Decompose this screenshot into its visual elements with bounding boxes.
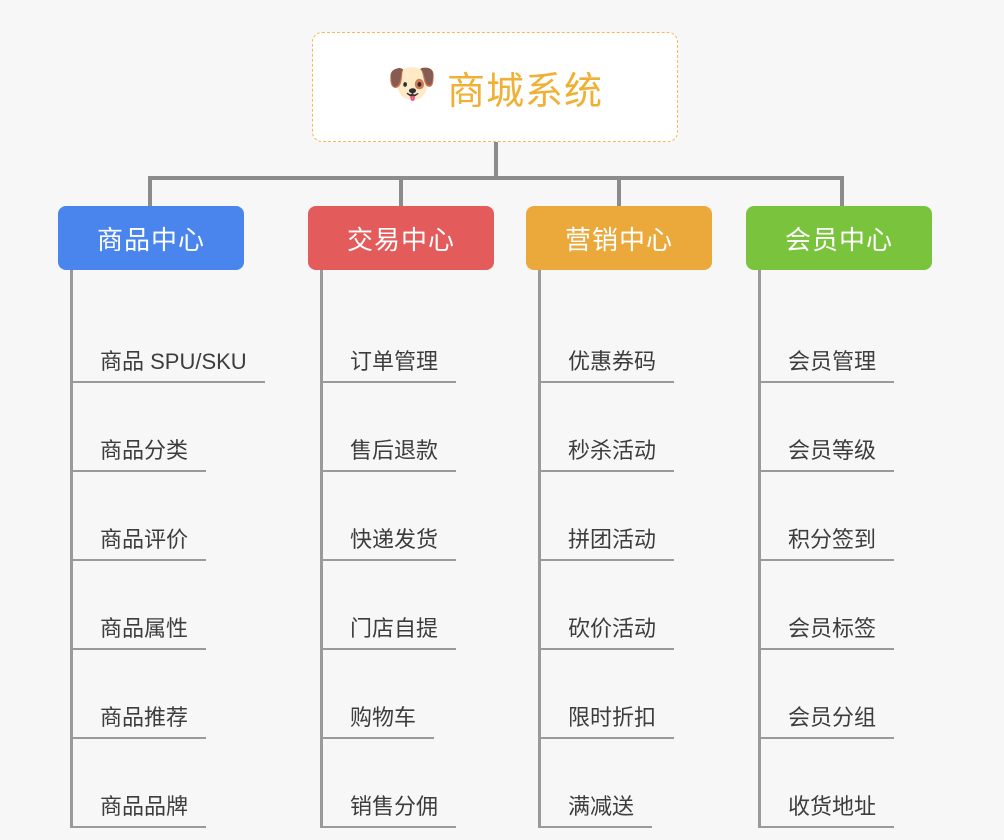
category-title: 交易中心 (346, 224, 455, 255)
leaf-item[interactable]: 销售分佣 (322, 739, 494, 828)
leaf-list-product-center: 商品 SPU/SKU 商品分类 商品评价 商品属性 商品推荐 商品品牌 (58, 270, 265, 828)
leaf-label: 秒杀活动 (540, 438, 675, 472)
leaf-label: 拼团活动 (540, 527, 675, 561)
leaf-label: 购物车 (322, 705, 435, 739)
connector-drop-2 (399, 176, 403, 208)
category-header-trade-center[interactable]: 交易中心 (308, 206, 494, 270)
leaf-label: 商品 SPU/SKU (72, 349, 265, 383)
leaf-list-trade-center: 订单管理 售后退款 快递发货 门店自提 购物车 销售分佣 (308, 270, 494, 828)
leaf-label: 商品分类 (72, 438, 207, 472)
category-title: 商品中心 (96, 224, 205, 255)
leaf-item[interactable]: 会员等级 (760, 383, 932, 472)
root-title: 商城系统 (446, 70, 603, 113)
column-marketing-center: 营销中心 优惠券码 秒杀活动 拼团活动 砍价活动 限时折扣 满减送 (526, 206, 712, 828)
leaf-spine (538, 270, 541, 828)
leaf-label: 限时折扣 (540, 705, 675, 739)
leaf-label: 满减送 (540, 794, 653, 828)
leaf-label: 商品品牌 (72, 794, 207, 828)
connector-drop-4 (840, 176, 844, 208)
leaf-spine (758, 270, 761, 828)
leaf-item[interactable]: 商品分类 (72, 383, 244, 472)
leaf-item[interactable]: 收货地址 (760, 739, 932, 828)
leaf-label: 商品评价 (72, 527, 207, 561)
leaf-item[interactable]: 砍价活动 (540, 561, 712, 650)
leaf-item[interactable]: 购物车 (322, 650, 494, 739)
connector-root-stem (494, 142, 498, 178)
leaf-label: 销售分佣 (322, 794, 457, 828)
leaf-item[interactable]: 会员分组 (760, 650, 932, 739)
connector-horizontal-bar (148, 176, 844, 180)
leaf-item[interactable]: 商品评价 (72, 472, 244, 561)
leaf-item[interactable]: 拼团活动 (540, 472, 712, 561)
leaf-label: 会员等级 (760, 438, 895, 472)
leaf-label: 会员标签 (760, 616, 895, 650)
dog-face-icon: 🐶 (386, 62, 437, 106)
leaf-item[interactable]: 会员标签 (760, 561, 932, 650)
column-product-center: 商品中心 商品 SPU/SKU 商品分类 商品评价 商品属性 商品推荐 商品品牌 (58, 206, 265, 828)
leaf-label: 会员管理 (760, 349, 895, 383)
category-header-marketing-center[interactable]: 营销中心 (526, 206, 712, 270)
leaf-item[interactable]: 售后退款 (322, 383, 494, 472)
leaf-item[interactable]: 秒杀活动 (540, 383, 712, 472)
leaf-item[interactable]: 门店自提 (322, 561, 494, 650)
root-node[interactable]: 🐶 商城系统 (312, 32, 678, 142)
leaf-item[interactable]: 优惠券码 (540, 294, 712, 383)
leaf-item[interactable]: 快递发货 (322, 472, 494, 561)
leaf-label: 商品属性 (72, 616, 207, 650)
leaf-item[interactable]: 会员管理 (760, 294, 932, 383)
leaf-label: 砍价活动 (540, 616, 675, 650)
leaf-spine (320, 270, 323, 828)
leaf-label: 收货地址 (760, 794, 895, 828)
leaf-item[interactable]: 商品品牌 (72, 739, 244, 828)
leaf-list-member-center: 会员管理 会员等级 积分签到 会员标签 会员分组 收货地址 (746, 270, 932, 828)
category-title: 营销中心 (564, 224, 673, 255)
leaf-label: 订单管理 (322, 349, 457, 383)
leaf-item[interactable]: 商品推荐 (72, 650, 244, 739)
leaf-spine (70, 270, 73, 828)
category-header-member-center[interactable]: 会员中心 (746, 206, 932, 270)
leaf-label: 商品推荐 (72, 705, 207, 739)
leaf-label: 会员分组 (760, 705, 895, 739)
leaf-item[interactable]: 商品 SPU/SKU (72, 294, 265, 383)
leaf-item[interactable]: 订单管理 (322, 294, 494, 383)
category-header-product-center[interactable]: 商品中心 (58, 206, 244, 270)
leaf-label: 门店自提 (322, 616, 457, 650)
leaf-list-marketing-center: 优惠券码 秒杀活动 拼团活动 砍价活动 限时折扣 满减送 (526, 270, 712, 828)
connector-drop-1 (148, 176, 152, 208)
connector-drop-3 (617, 176, 621, 208)
leaf-label: 优惠券码 (540, 349, 675, 383)
leaf-label: 快递发货 (322, 527, 457, 561)
leaf-item[interactable]: 积分签到 (760, 472, 932, 561)
leaf-item[interactable]: 商品属性 (72, 561, 244, 650)
leaf-label: 售后退款 (322, 438, 457, 472)
leaf-item[interactable]: 满减送 (540, 739, 712, 828)
column-trade-center: 交易中心 订单管理 售后退款 快递发货 门店自提 购物车 销售分佣 (308, 206, 494, 828)
column-member-center: 会员中心 会员管理 会员等级 积分签到 会员标签 会员分组 收货地址 (746, 206, 932, 828)
category-title: 会员中心 (784, 224, 893, 255)
leaf-item[interactable]: 限时折扣 (540, 650, 712, 739)
leaf-label: 积分签到 (760, 527, 895, 561)
